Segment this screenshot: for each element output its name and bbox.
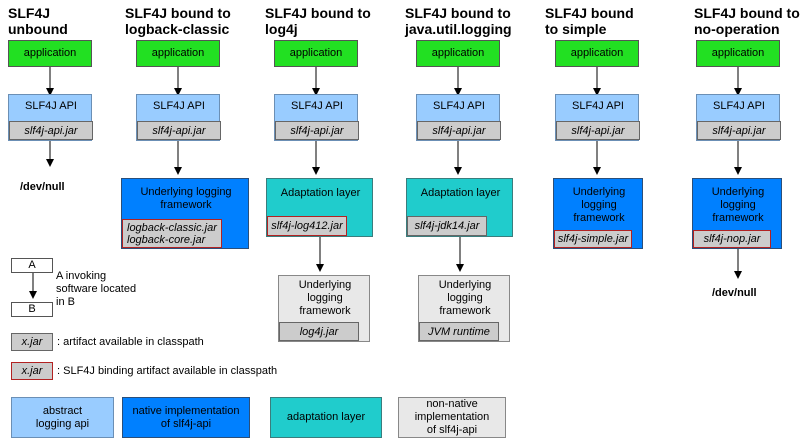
adaptation-label-3: Adaptation layer [280,187,361,199]
legend-jar-desc: : artifact available in classpath [57,336,204,348]
framework-box-5: Underlying logging framework slf4j-simpl… [553,178,643,249]
title-nop: SLF4J bound to no-operation [694,5,800,37]
framework-label-6: Underlying logging framework [711,186,765,224]
adaptation-box-3: Adaptation layer slf4j-log412.jar [266,178,373,237]
adaptation-label-4: Adaptation layer [420,187,501,199]
adaptation-jar-3: slf4j-log412.jar [267,216,347,236]
api-label-4: SLF4J API [433,100,485,112]
api-box-2: SLF4J API slf4j-api.jar [136,94,221,141]
legend-invoking-text: A invoking software located in B [56,270,137,308]
title-simple: SLF4J bound to simple [545,5,634,37]
application-box-3: application [274,40,358,67]
api-jar-6: slf4j-api.jar [697,121,781,140]
title-unbound: SLF4J unbound [8,5,68,37]
framework-label-5: Underlying logging framework [572,186,626,224]
api-label-2: SLF4J API [153,100,205,112]
application-box-4: application [416,40,500,67]
application-box-6: application [696,40,780,67]
adaptation-box-4: Adaptation layer slf4j-jdk14.jar [406,178,513,237]
api-box-3: SLF4J API slf4j-api.jar [274,94,359,141]
framework-box-4: Underlying logging framework JVM runtime [418,275,510,342]
legend-binding-desc: : SLF4J binding artifact available in cl… [57,365,278,377]
legend-native-impl: native implementation of slf4j-api [122,397,250,438]
legend-binding-sample: x.jar [11,362,53,380]
legend-adaptation-layer: adaptation layer [270,397,382,438]
api-label-6: SLF4J API [713,100,765,112]
title-logback: SLF4J bound to logback-classic [125,5,231,37]
api-jar-3: slf4j-api.jar [275,121,359,140]
api-box-6: SLF4J API slf4j-api.jar [696,94,781,141]
framework-jar-4: JVM runtime [419,322,499,341]
devnull-6: /dev/null [712,287,757,299]
framework-label-2: Underlying logging framework [140,186,232,211]
application-box-5: application [555,40,639,67]
framework-label-3: Underlying logging framework [298,279,352,317]
api-jar-2: slf4j-api.jar [137,121,221,140]
api-jar-4: slf4j-api.jar [417,121,501,140]
framework-box-6: Underlying logging framework slf4j-nop.j… [692,178,782,249]
api-label-3: SLF4J API [291,100,343,112]
legend-abstract-api: abstract logging api [11,397,114,438]
api-box-1: SLF4J API slf4j-api.jar [8,94,93,141]
title-log4j: SLF4J bound to log4j [265,5,371,37]
api-box-4: SLF4J API slf4j-api.jar [416,94,501,141]
framework-box-2: Underlying logging framework logback-cla… [121,178,249,249]
framework-jar-3: log4j.jar [279,322,359,341]
legend-box-b: B [11,302,53,317]
framework-jar-6: slf4j-nop.jar [693,230,771,248]
application-box-1: application [8,40,92,67]
api-label-5: SLF4J API [572,100,624,112]
legend-non-native-impl: non-native implementation of slf4j-api [398,397,506,438]
api-box-5: SLF4J API slf4j-api.jar [555,94,640,141]
devnull-1: /dev/null [20,181,65,193]
application-box-2: application [136,40,220,67]
adaptation-jar-4: slf4j-jdk14.jar [407,216,487,236]
legend-jar-sample: x.jar [11,333,53,351]
legend-box-a: A [11,258,53,273]
title-jul: SLF4J bound to java.util.logging [405,5,512,37]
framework-box-3: Underlying logging framework log4j.jar [278,275,370,342]
framework-jar-5: slf4j-simple.jar [554,230,632,248]
api-jar-1: slf4j-api.jar [9,121,93,140]
framework-jar-2: logback-classic.jar logback-core.jar [122,219,222,248]
api-jar-5: slf4j-api.jar [556,121,640,140]
framework-label-4: Underlying logging framework [438,279,492,317]
api-label-1: SLF4J API [25,100,77,112]
